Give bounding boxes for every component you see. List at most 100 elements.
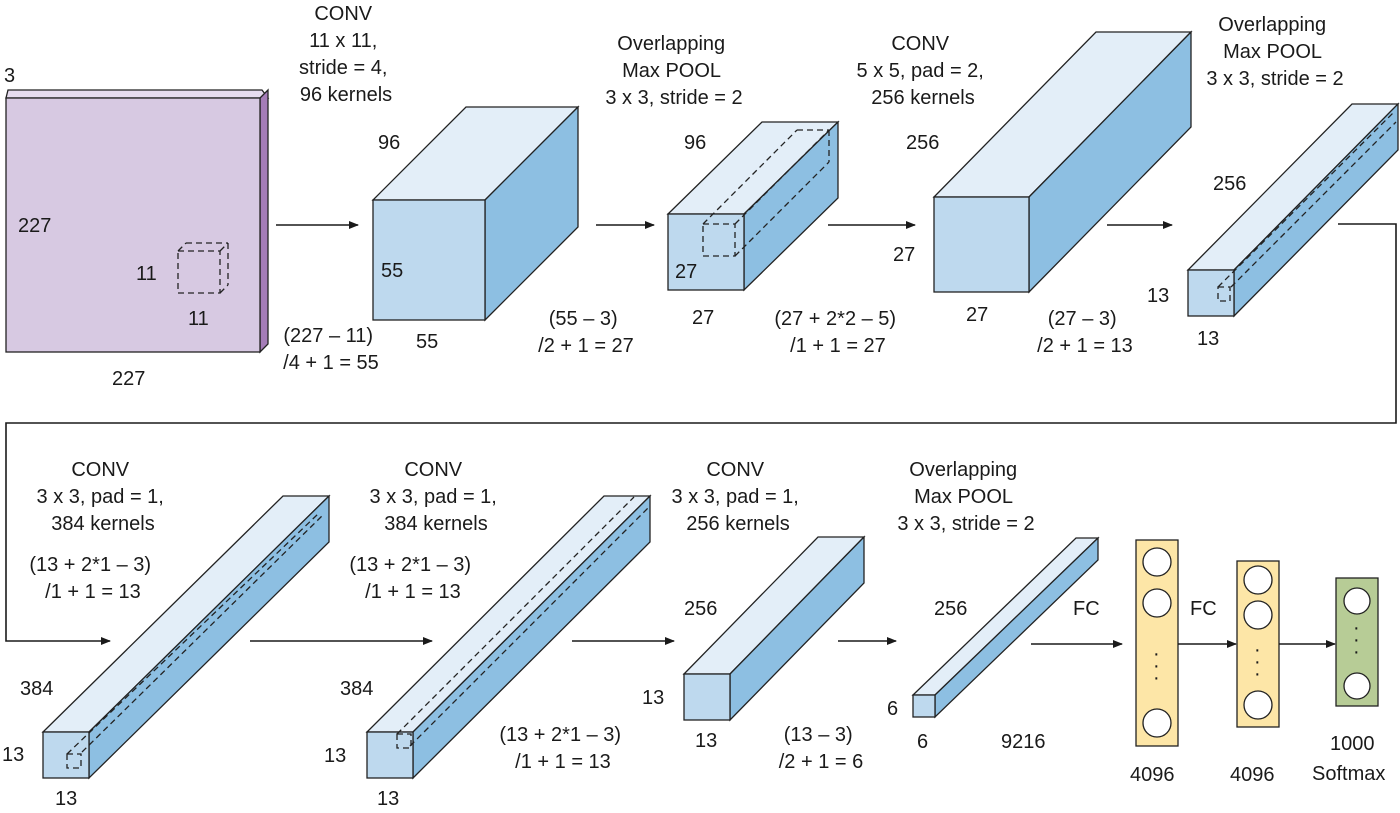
- depth-guide: [409, 507, 649, 747]
- pool3-depth-label: 256: [934, 598, 967, 620]
- input-width-label: 227: [112, 368, 145, 390]
- conv2-depth-label: 256: [906, 132, 939, 154]
- pool2-volume-front: [1187, 269, 1235, 317]
- conv2-volume: [932, 30, 1193, 294]
- ellipsis-dot: ·: [1254, 639, 1261, 661]
- pool1-volume: [666, 120, 840, 292]
- pool3-height-label: 6: [887, 698, 898, 720]
- softmax-layer: · · ·: [1335, 577, 1379, 707]
- conv5-depth-label: 256: [684, 598, 717, 620]
- conv1-height-label: 55: [381, 260, 403, 282]
- conv3-depth-label: 384: [20, 678, 53, 700]
- pool3-width-label: 6: [917, 731, 928, 753]
- depth-guide: [396, 496, 635, 735]
- kernel-window-edge: [177, 242, 187, 252]
- pool1-caption: Overlapping Max POOL 3 x 3, stride = 2: [605, 33, 742, 109]
- input-height-label: 227: [18, 215, 51, 237]
- input-volume-top: [5, 89, 270, 99]
- fc1-layer: · · ·: [1135, 539, 1179, 747]
- pool2-depth-label: 256: [1213, 173, 1246, 195]
- pool2-width-label: 13: [1197, 328, 1219, 350]
- input-channels-label: 3: [4, 65, 15, 87]
- depth-guide: [1230, 121, 1397, 288]
- conv5-height-label: 13: [642, 687, 664, 709]
- pool3-formula: (13 – 3) /2 + 1 = 6: [779, 724, 864, 773]
- conv4-window: [396, 733, 412, 749]
- neuron: [1343, 672, 1371, 700]
- fc2-layer: · · ·: [1236, 560, 1280, 728]
- conv1-depth-label: 96: [378, 132, 400, 154]
- pool1-depth-label: 96: [684, 132, 706, 154]
- neuron: [1243, 600, 1273, 630]
- conv4-volume: [365, 494, 652, 780]
- conv5-volume: [682, 535, 866, 722]
- conv5-width-label: 13: [695, 730, 717, 752]
- conv1-volume-front: [372, 199, 486, 321]
- ellipsis-dot: ·: [1353, 629, 1360, 651]
- pool3-volume-front: [912, 694, 936, 718]
- ellipsis-dot: ·: [1353, 617, 1360, 639]
- conv3-width-label: 13: [55, 788, 77, 810]
- pool2-volume: [1186, 102, 1400, 318]
- conv2-volume-front: [933, 196, 1030, 293]
- pool-window-edge: [734, 129, 830, 225]
- kernel-window-edge: [219, 284, 229, 294]
- ellipsis-dot: ·: [1254, 651, 1261, 673]
- row-connector: [5, 223, 1397, 645]
- conv4-formula: (13 + 2*1 – 3) /1 + 1 = 13: [349, 554, 476, 603]
- pool2-caption: Overlapping Max POOL 3 x 3, stride = 2: [1206, 14, 1343, 90]
- conv4-volume-front: [366, 731, 414, 779]
- output-size-label: 1000: [1330, 733, 1375, 755]
- conv2-formula: (27 + 2*2 – 5) /1 + 1 = 27: [774, 308, 901, 357]
- conv5-volume-front: [683, 673, 731, 721]
- conv3-window: [66, 753, 82, 769]
- input-volume-front: [5, 97, 261, 353]
- conv4-width-label: 13: [377, 788, 399, 810]
- output-name-label: Softmax: [1312, 763, 1385, 785]
- pool1-height-label: 27: [675, 261, 697, 283]
- pool3-volume: [911, 536, 1100, 719]
- conv1-volume: [371, 105, 580, 322]
- pool-window-edge: [702, 129, 798, 225]
- kernel-height-label: 11: [136, 263, 157, 285]
- conv4-depth-label: 384: [340, 678, 373, 700]
- conv3-formula: (13 + 2*1 – 3) /1 + 1 = 13: [29, 554, 156, 603]
- conv4-caption: CONV 3 x 3, pad = 1, 384 kernels: [370, 459, 503, 535]
- depth-guide: [81, 513, 325, 753]
- conv3-volume: [41, 494, 331, 780]
- conv1-width-label: 55: [416, 331, 438, 353]
- neuron: [1243, 690, 1273, 720]
- pool1-width-label: 27: [692, 307, 714, 329]
- depth-guide: [66, 513, 319, 755]
- pool1-formula: (55 – 3) /2 + 1 = 27: [538, 308, 634, 357]
- fc1-size-label: 4096: [1130, 764, 1175, 786]
- conv2-width-label: 27: [966, 304, 988, 326]
- ellipsis-dot: ·: [1254, 663, 1261, 685]
- conv5-formula: (13 + 2*1 – 3) /1 + 1 = 13: [499, 724, 626, 773]
- pool2-window: [1217, 286, 1231, 302]
- pool1-volume-front: [667, 213, 745, 291]
- input-volume-side: [259, 88, 269, 354]
- neuron: [1142, 588, 1172, 618]
- kernel-window-edge: [219, 242, 229, 252]
- fc2-size-label: 4096: [1230, 764, 1275, 786]
- pool-window: [702, 223, 736, 257]
- depth-guide: [1217, 111, 1395, 288]
- pool3-caption: Overlapping Max POOL 3 x 3, stride = 2: [897, 459, 1034, 535]
- conv3-caption: CONV 3 x 3, pad = 1, 384 kernels: [37, 459, 170, 535]
- neuron: [1243, 565, 1273, 595]
- neuron: [1142, 708, 1172, 738]
- pool2-height-label: 13: [1147, 285, 1169, 307]
- neuron: [1343, 587, 1371, 615]
- input-volume: [5, 88, 270, 354]
- kernel-width-label: 11: [188, 308, 209, 330]
- pool2-formula: (27 – 3) /2 + 1 = 13: [1037, 308, 1133, 357]
- neuron: [1142, 547, 1172, 577]
- pool-window-edge: [734, 161, 830, 257]
- conv3-height-label: 13: [2, 744, 24, 766]
- conv2-height-label: 27: [893, 244, 915, 266]
- conv2-caption: CONV 5 x 5, pad = 2, 256 kernels: [857, 33, 990, 109]
- ellipsis-dot: ·: [1153, 655, 1160, 677]
- conv1-caption: CONV 11 x 11, stride = 4, 96 kernels: [299, 3, 393, 106]
